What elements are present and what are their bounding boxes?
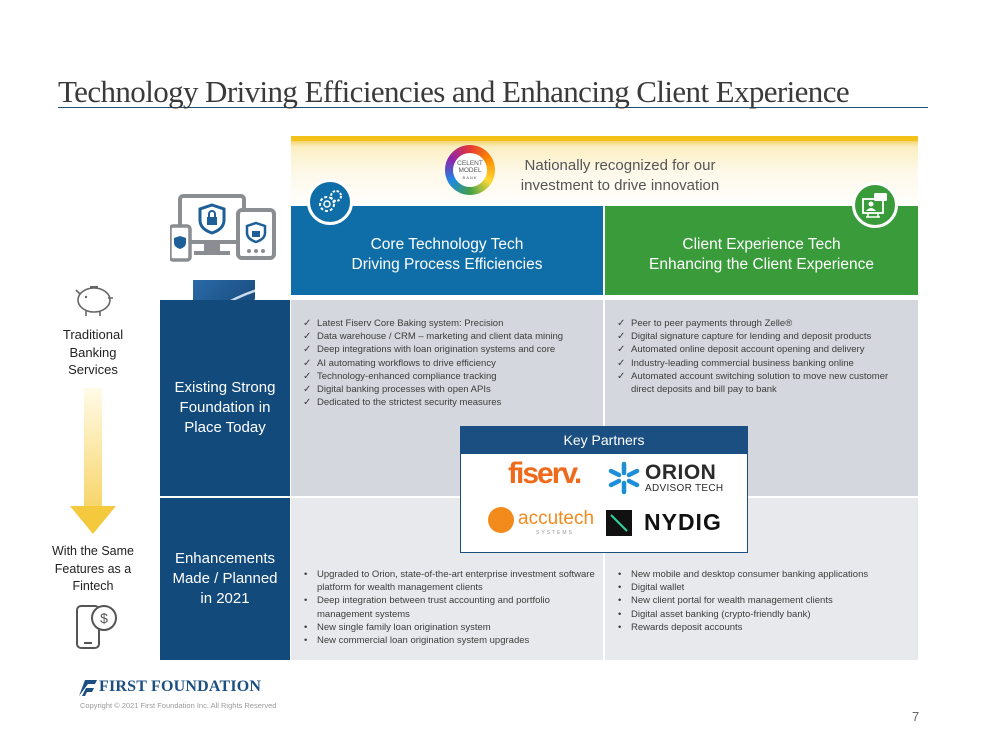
trad-line-3: Services — [68, 362, 118, 377]
list-item: Peer to peer payments through Zelle® — [617, 317, 907, 330]
list-item: New commercial loan origination system u… — [303, 634, 595, 647]
same-features-label: With the Same Features as a Fintech — [44, 543, 142, 596]
existing-client-cell: Peer to peer payments through Zelle® Dig… — [605, 300, 918, 496]
client-support-icon — [852, 182, 898, 228]
orion-star-icon — [608, 461, 640, 495]
list-item: Deep integration between trust accountin… — [303, 594, 595, 620]
same-line-2: Features as a — [54, 561, 132, 576]
svg-text:$: $ — [100, 610, 108, 626]
copyright-text: Copyright © 2021 First Foundation Inc. A… — [80, 701, 277, 710]
list-item: Rewards deposit accounts — [617, 621, 909, 634]
nydig-name: NYDIG — [644, 509, 722, 535]
traditional-banking-label: Traditional Banking Services — [52, 326, 134, 379]
ff-logo-mark-icon — [79, 680, 97, 696]
enh-line-2: Made / Planned — [172, 570, 278, 587]
first-foundation-wordmark: FIRST FOUNDATION — [99, 678, 262, 695]
accutech-circle-icon — [488, 507, 514, 533]
badge-line-1: CELENT — [457, 159, 483, 167]
list-item: Digital asset banking (crypto-friendly b… — [617, 608, 909, 621]
mobile-payment-icon: $ — [76, 605, 117, 649]
banner-line-2: investment to drive innovation — [520, 177, 720, 194]
orion-logo: ORION ADVISOR TECH — [607, 461, 723, 500]
list-item: Technology-enhanced compliance tracking — [303, 370, 593, 383]
list-item: Digital signature capture for lending an… — [617, 330, 907, 343]
page-title: Technology Driving Efficiencies and Enha… — [58, 74, 928, 109]
orion-name: ORION — [645, 461, 717, 484]
list-item: New mobile and desktop consumer banking … — [617, 568, 909, 581]
client-header-line-1: Client Experience Tech — [682, 235, 841, 253]
list-item: Industry-leading commercial business ban… — [617, 357, 907, 370]
list-item: New single family loan origination syste… — [303, 621, 595, 634]
list-item: New client portal for wealth management … — [617, 594, 909, 607]
enhancements-core-cell: Upgraded to Orion, state-of-the-art ente… — [291, 498, 603, 660]
core-header-line-1: Core Technology Tech — [370, 235, 524, 253]
down-arrow-icon — [70, 506, 116, 534]
accutech-name: accutech — [518, 508, 595, 529]
key-partners-box: Key Partners fiserv. ORION ADVISOR TECH … — [460, 426, 748, 553]
trad-line-2: Banking — [69, 344, 117, 360]
recognition-banner — [291, 136, 918, 206]
orion-subtitle: ADVISOR TECH — [645, 483, 724, 494]
list-item: Latest Fiserv Core Baking system: Precis… — [303, 317, 593, 330]
piggy-bank-icon — [75, 286, 113, 316]
existing-foundation-label: Existing Strong Foundation in Place Toda… — [160, 300, 290, 496]
enh-line-3: in 2021 — [200, 590, 250, 607]
list-item: Upgraded to Orion, state-of-the-art ente… — [303, 568, 595, 594]
list-item: Automated account switching solution to … — [617, 370, 907, 396]
celent-model-bank-badge: CELENT MODEL BANK — [445, 145, 495, 195]
existing-line-3: Place Today — [184, 419, 266, 436]
list-item: Dedicated to the strictest security meas… — [303, 396, 593, 409]
existing-core-cell: Latest Fiserv Core Baking system: Precis… — [291, 300, 603, 496]
badge-line-2: MODEL — [458, 166, 482, 174]
banner-line-1: Nationally recognized for our — [524, 157, 716, 174]
list-item: AI automating workflows to drive efficie… — [303, 357, 593, 370]
key-partners-header: Key Partners — [461, 427, 747, 454]
gear-icon — [307, 179, 353, 225]
same-line-1: With the Same — [52, 544, 134, 558]
trad-line-1: Traditional — [62, 327, 124, 342]
core-header-line-2: Driving Process Efficiencies — [351, 255, 543, 273]
banner-text: Nationally recognized for our investment… — [500, 156, 740, 196]
list-item: Data warehouse / CRM – marketing and cli… — [303, 330, 593, 343]
list-item: Deep integrations with loan origination … — [303, 343, 593, 356]
fiserv-logo: fiserv. — [508, 457, 582, 490]
existing-line-2: Foundation in — [179, 399, 271, 416]
list-item: Digital wallet — [617, 581, 909, 594]
enhancements-label: Enhancements Made / Planned in 2021 — [160, 498, 290, 660]
badge-line-3: BANK — [462, 174, 478, 180]
nydig-mark-icon — [606, 510, 632, 536]
existing-line-1: Existing Strong — [174, 379, 276, 396]
list-item: Digital banking processes with open APIs — [303, 383, 593, 396]
page-number: 7 — [912, 709, 920, 724]
same-line-3: Fintech — [72, 579, 114, 593]
first-foundation-logo: FIRST FOUNDATION — [79, 678, 279, 698]
list-item: Automated online deposit account opening… — [617, 343, 907, 356]
client-header-line-2: Enhancing the Client Experience — [649, 255, 874, 273]
enh-line-1: Enhancements — [174, 550, 276, 567]
secure-devices-icon — [170, 194, 276, 262]
accutech-subtitle: SYSTEMS — [536, 530, 574, 536]
down-arrow-shaft — [84, 388, 102, 508]
